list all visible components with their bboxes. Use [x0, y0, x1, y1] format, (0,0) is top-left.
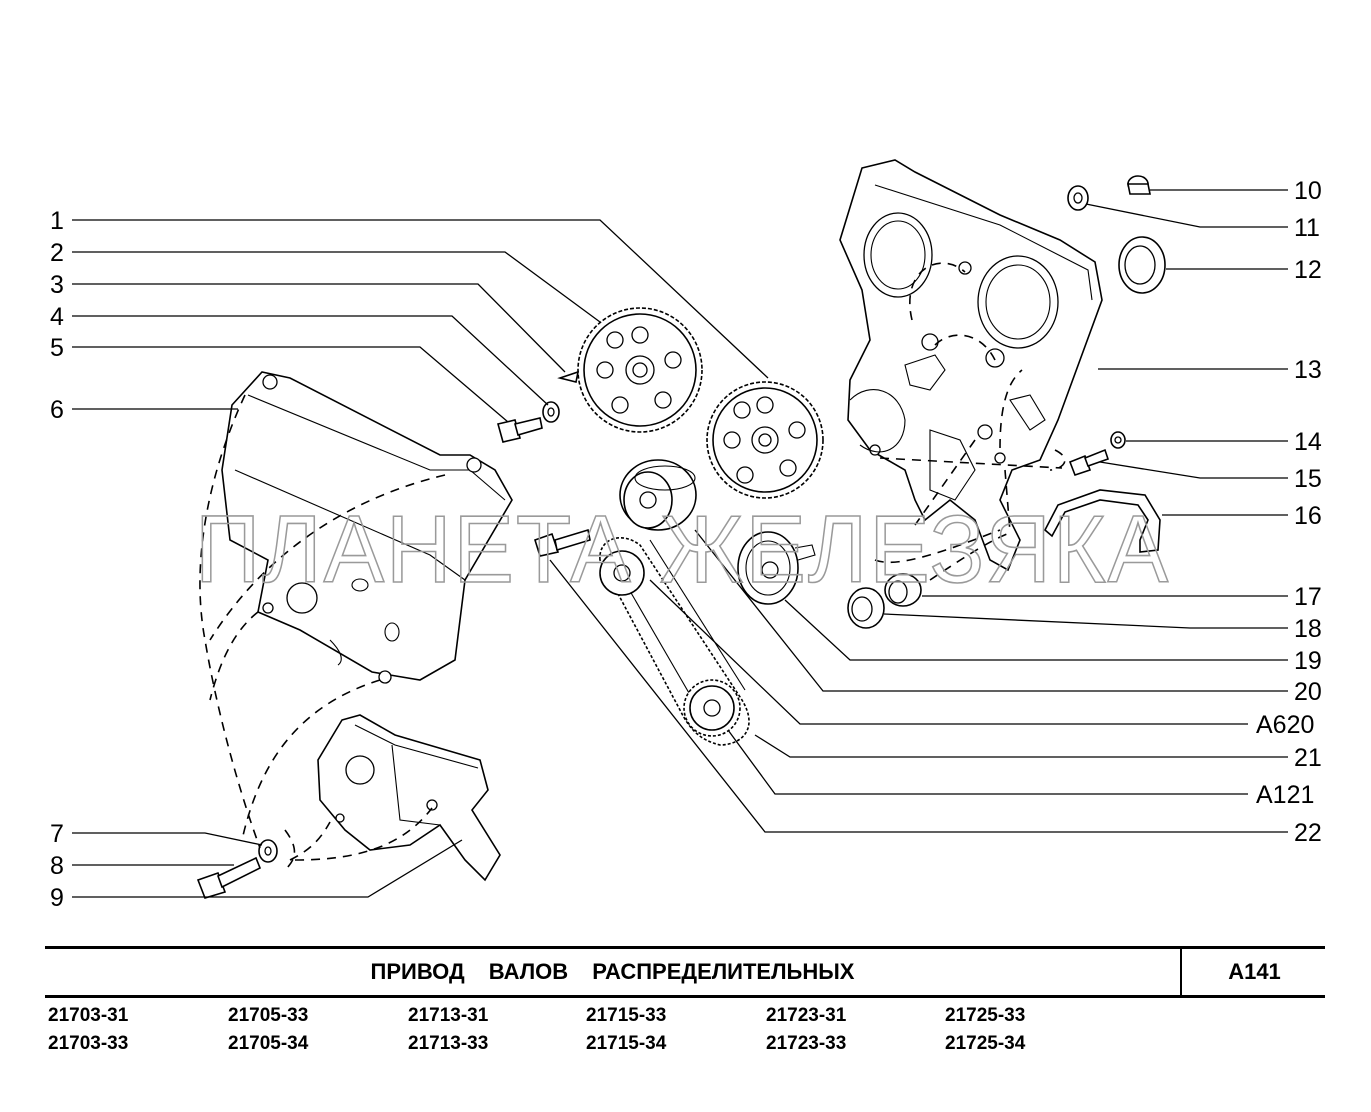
model-code: 21705-34 [228, 1033, 309, 1054]
model-code: 21703-31 [48, 1005, 129, 1026]
seal-part-17 [884, 573, 922, 607]
camshaft-pulley-right [706, 381, 824, 499]
callout-11: 11 [1294, 214, 1320, 242]
watermark: ПЛАНЕТА ЖЕЛЕЗЯКА [195, 496, 1170, 603]
callout-2: 2 [50, 239, 64, 267]
bolt-part-8 [196, 856, 262, 899]
callout-3: 3 [50, 271, 64, 299]
model-code: 21715-33 [586, 1005, 667, 1026]
callout-22: 22 [1294, 819, 1322, 847]
key-part-3 [557, 370, 580, 383]
callout-6: 6 [50, 396, 64, 424]
model-code: 21713-33 [408, 1033, 489, 1054]
callout-12: 12 [1294, 256, 1322, 284]
model-code: 21705-33 [228, 1005, 309, 1026]
exploded-parts-diagram: 1 2 3 4 5 6 7 8 9 10 11 12 13 14 15 16 1… [50, 159, 1322, 912]
callout-21: 21 [1294, 744, 1322, 772]
idler-roller [737, 531, 816, 605]
model-code: 21703-33 [48, 1033, 129, 1054]
callout-8: 8 [50, 852, 64, 880]
camshaft-pulley-left [577, 307, 703, 433]
callout-10: 10 [1294, 177, 1322, 205]
leader-lines [72, 189, 1288, 898]
callouts-left: 1 2 3 4 5 6 7 8 9 [50, 207, 64, 912]
washer-part-7 [258, 839, 278, 863]
model-code: 21725-34 [945, 1033, 1026, 1054]
tensioner-roller [619, 459, 697, 531]
model-code: 21725-33 [945, 1005, 1026, 1026]
model-code: 21723-33 [766, 1033, 847, 1054]
washer-part-4 [542, 401, 560, 423]
callout-5: 5 [50, 334, 64, 362]
assembly-paths [199, 262, 1066, 871]
callout-1: 1 [50, 207, 64, 235]
callout-4: 4 [50, 303, 64, 331]
callout-15: 15 [1294, 465, 1322, 493]
callout-7: 7 [50, 820, 64, 848]
bolt-part-5 [497, 417, 543, 443]
oil-seal-part-12 [1118, 236, 1166, 294]
callout-14: 14 [1294, 428, 1322, 456]
callout-18: 18 [1294, 615, 1322, 643]
callout-16: 16 [1294, 502, 1322, 530]
callout-13: 13 [1294, 356, 1322, 384]
seal-part-11 [1067, 185, 1089, 211]
lower-front-cover [317, 714, 501, 882]
washer-part-14 [1110, 431, 1126, 449]
crankshaft-pulley [683, 679, 741, 737]
upper-front-cover [221, 371, 513, 684]
callout-19: 19 [1294, 647, 1322, 675]
model-code: 21723-31 [766, 1005, 847, 1026]
callout-17: 17 [1294, 583, 1322, 611]
model-code: 21715-34 [586, 1033, 667, 1054]
callout-20: 20 [1294, 678, 1322, 706]
model-list: 21703-31 21703-33 21705-33 21705-34 2171… [48, 1002, 1328, 1062]
callout-a121: A121 [1256, 781, 1314, 809]
model-code: 21713-31 [408, 1005, 489, 1026]
bolt-part-15 [1068, 448, 1110, 477]
callout-9: 9 [50, 884, 64, 912]
bolt-part-22 [534, 528, 591, 557]
drawing-title: ПРИВОД ВАЛОВ РАСПРЕДЕЛИТЕЛЬНЫХ [370, 959, 855, 984]
seal-part-18 [847, 587, 885, 629]
callout-a620: A620 [1256, 711, 1314, 739]
title-block: ПРИВОД ВАЛОВ РАСПРЕДЕЛИТЕЛЬНЫХ A141 [45, 946, 1325, 998]
plug-part-10 [1127, 175, 1151, 195]
callouts-right: 10 11 12 13 14 15 16 17 18 19 20 A620 21… [1256, 177, 1322, 847]
gasket-part-16 [1043, 489, 1161, 553]
drawing-code: A141 [1180, 949, 1327, 995]
